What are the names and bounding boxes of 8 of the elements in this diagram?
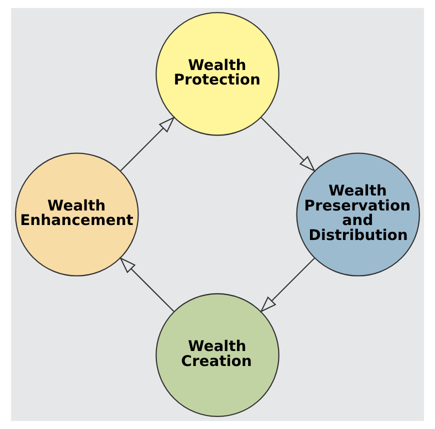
node-circle: Wealth Preservation and Distribution	[296, 152, 420, 276]
arrow	[119, 256, 174, 312]
arrow	[260, 117, 316, 172]
node-circle: Wealth Enhancement	[14, 152, 139, 276]
arrow	[260, 258, 315, 313]
node-circle: Wealth Creation	[156, 293, 280, 418]
arrow	[120, 116, 176, 172]
node-circle: Wealth Protection	[156, 12, 280, 136]
